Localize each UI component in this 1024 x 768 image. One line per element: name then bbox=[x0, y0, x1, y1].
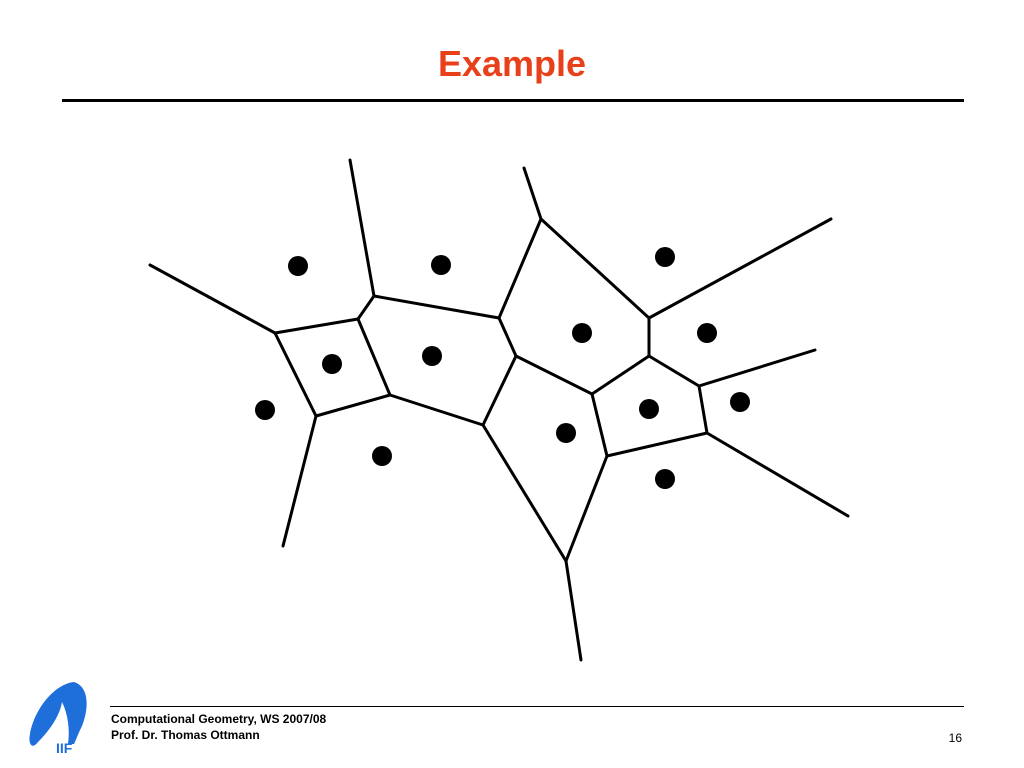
voronoi-edge bbox=[497, 316, 518, 358]
logo-swoosh-icon bbox=[29, 682, 87, 746]
site-point bbox=[655, 247, 675, 267]
logo-text: IIF bbox=[56, 740, 73, 756]
voronoi-edge bbox=[356, 294, 376, 321]
voronoi-edge bbox=[388, 393, 485, 427]
site-point bbox=[422, 346, 442, 366]
voronoi-edge bbox=[273, 331, 318, 418]
voronoi-edge bbox=[647, 354, 701, 388]
site-point bbox=[639, 399, 659, 419]
footer-divider bbox=[110, 706, 964, 707]
voronoi-edge bbox=[647, 217, 833, 320]
site-point bbox=[255, 400, 275, 420]
footer-text: Computational Geometry, WS 2007/08 Prof.… bbox=[111, 711, 326, 743]
site-point bbox=[655, 469, 675, 489]
voronoi-edge bbox=[605, 431, 709, 458]
slide-title: Example bbox=[437, 43, 587, 84]
voronoi-edge bbox=[590, 354, 651, 396]
voronoi-edge bbox=[356, 317, 392, 397]
page-number: 16 bbox=[948, 731, 962, 745]
voronoi-edge bbox=[697, 348, 817, 388]
voronoi-edge bbox=[697, 384, 709, 435]
voronoi-edge bbox=[522, 166, 543, 221]
voronoi-edge bbox=[314, 393, 392, 418]
voronoi-edge bbox=[705, 431, 850, 518]
voronoi-edge bbox=[348, 158, 376, 298]
site-point bbox=[372, 446, 392, 466]
voronoi-edge bbox=[481, 354, 518, 427]
footer-author: Prof. Dr. Thomas Ottmann bbox=[111, 728, 260, 742]
institute-logo: IIF bbox=[29, 682, 87, 756]
title-divider bbox=[62, 99, 964, 102]
site-point bbox=[288, 256, 308, 276]
site-point bbox=[572, 323, 592, 343]
voronoi-edge bbox=[281, 414, 318, 548]
voronoi-edge bbox=[564, 559, 583, 662]
voronoi-edge bbox=[481, 423, 568, 563]
voronoi-sites bbox=[255, 247, 750, 489]
voronoi-edge bbox=[514, 354, 594, 396]
voronoi-edge bbox=[372, 294, 501, 320]
voronoi-edge bbox=[497, 217, 543, 320]
voronoi-edge bbox=[564, 454, 609, 563]
site-point bbox=[322, 354, 342, 374]
site-point bbox=[730, 392, 750, 412]
site-point bbox=[556, 423, 576, 443]
site-point bbox=[697, 323, 717, 343]
voronoi-edge bbox=[590, 392, 609, 458]
voronoi-edges bbox=[148, 158, 850, 662]
voronoi-edge bbox=[148, 263, 277, 335]
footer-course: Computational Geometry, WS 2007/08 bbox=[111, 712, 327, 726]
voronoi-edge bbox=[539, 217, 651, 320]
voronoi-edge bbox=[273, 317, 360, 335]
site-point bbox=[431, 255, 451, 275]
